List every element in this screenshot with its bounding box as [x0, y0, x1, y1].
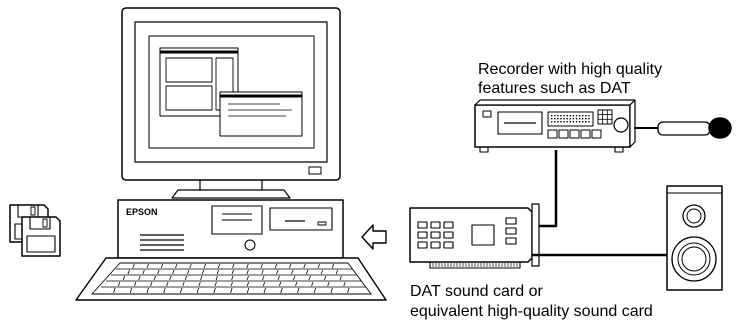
- screen-window-front: [219, 91, 303, 137]
- speaker-tweeter: [682, 204, 706, 228]
- microphone: [634, 117, 732, 139]
- floppy-disk-front: [21, 216, 61, 257]
- dat-recorder: [474, 99, 636, 153]
- speaker: [666, 185, 723, 291]
- monitor: [121, 7, 341, 199]
- insert-arrow-icon: [361, 224, 387, 250]
- card-chips: [417, 217, 517, 249]
- vent-grille: [140, 234, 184, 251]
- soundcard-label-line2: equivalent high-quality sound card: [410, 303, 653, 320]
- monitor-power-button: [308, 166, 322, 175]
- recorder-power-button: [482, 110, 492, 118]
- cable-recorder-to-card: [539, 150, 558, 228]
- card-bracket: [531, 203, 540, 267]
- volume-knob: [613, 117, 629, 133]
- recorder-label-line1: Recorder with high quality: [478, 61, 662, 78]
- keypad: [597, 109, 613, 125]
- tape-slot: [497, 111, 543, 135]
- cdrom-drive: [269, 207, 333, 231]
- system-unit: EPSON: [117, 199, 344, 259]
- recorder-label-line2: features such as DAT: [478, 80, 631, 97]
- card-edge-connector: [429, 261, 521, 269]
- keyboard: [75, 257, 387, 301]
- keyboard-keys: [113, 263, 350, 294]
- display-panel: [547, 111, 594, 127]
- power-button: [244, 239, 256, 251]
- cables: [532, 150, 667, 257]
- speaker-woofer: [671, 236, 717, 282]
- floppy-disks: [9, 204, 61, 257]
- sound-card: [409, 203, 540, 269]
- transport-buttons: [547, 129, 602, 139]
- brand-logo: EPSON: [126, 207, 158, 217]
- soundcard-label-line1: DAT sound card or: [410, 283, 543, 300]
